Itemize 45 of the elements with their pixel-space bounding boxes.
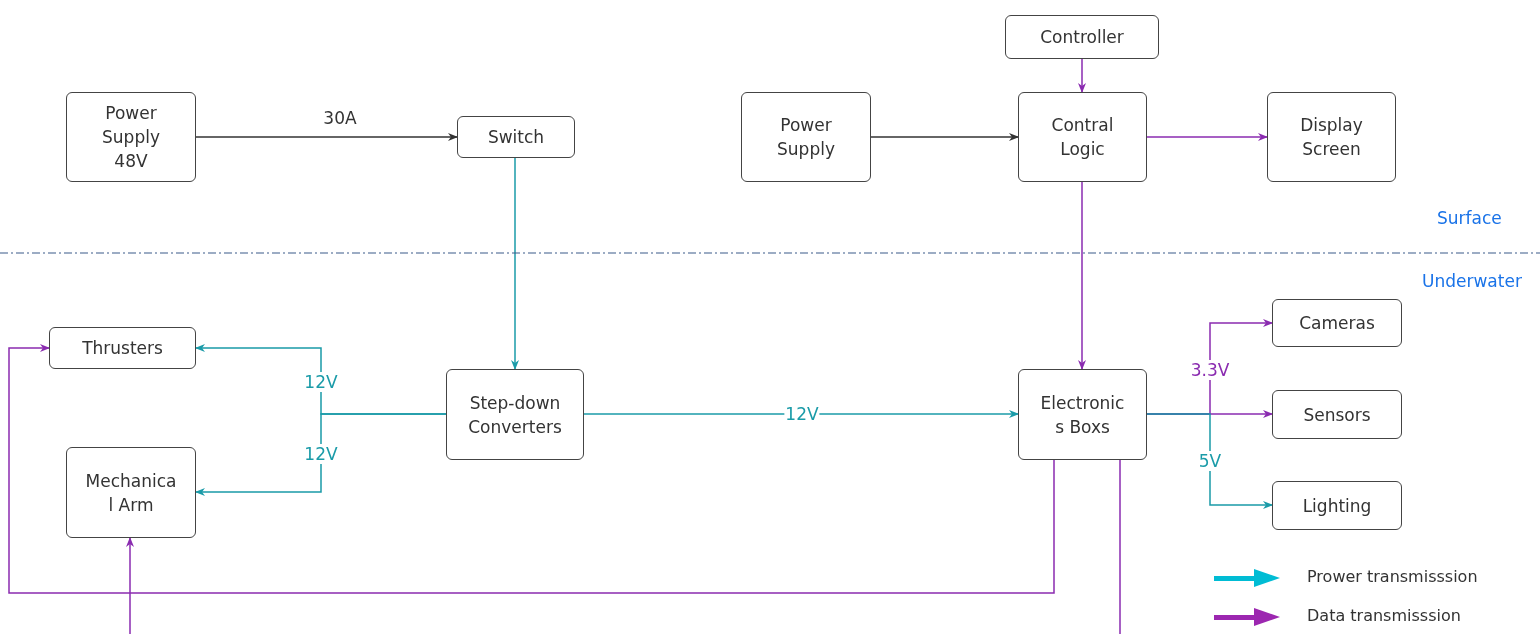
process-box	[1018, 92, 1147, 182]
process-box	[741, 92, 871, 182]
arrow	[1146, 413, 1273, 509]
process-box	[66, 447, 196, 538]
process-box	[1272, 481, 1402, 530]
box-label: Power Supply 48V	[101, 102, 161, 173]
arrow	[870, 133, 1019, 141]
box-label: Sensors	[1303, 403, 1371, 427]
zone-label: Underwater	[1422, 271, 1522, 291]
process-box	[1272, 299, 1402, 347]
arrow	[195, 133, 458, 141]
process-box	[457, 116, 575, 158]
arrow	[8, 344, 1055, 594]
process-box	[1005, 15, 1159, 59]
box-label: Mechanica l Arm	[85, 469, 177, 517]
arrow	[1078, 58, 1086, 93]
process-box	[1267, 92, 1396, 182]
edge-label: 12V	[303, 444, 339, 464]
box-label: Power Supply	[776, 114, 836, 161]
edge-label: 5V	[1197, 451, 1223, 471]
zone-label: Surface	[1437, 208, 1502, 228]
arrow	[195, 413, 447, 496]
process-box	[1018, 369, 1147, 460]
box-label: Thrusters	[82, 337, 163, 360]
box-label: Contral Logic	[1050, 114, 1115, 161]
arrow	[126, 537, 134, 634]
edge-label: 3.3V	[1189, 360, 1231, 380]
box-label: Cameras	[1299, 312, 1375, 335]
legend-label: Prower transmisssion	[1307, 567, 1478, 586]
box-label: Controller	[1040, 26, 1124, 49]
arrow	[583, 410, 1019, 418]
box-label: Lighting	[1302, 494, 1372, 518]
box-label: Electronic s Boxs	[1039, 391, 1126, 439]
process-box	[446, 369, 584, 460]
box-label: Display Screen	[1299, 114, 1364, 161]
edge-label: 12V	[303, 372, 339, 392]
arrow	[1078, 181, 1086, 370]
box-label: Step-down Converters	[467, 391, 563, 439]
arrow	[1146, 133, 1268, 141]
legend-label: Data transmisssion	[1307, 606, 1461, 625]
process-box	[49, 327, 196, 369]
process-box	[1272, 390, 1402, 439]
box-label: Switch	[487, 126, 545, 149]
arrow	[511, 157, 519, 370]
process-box	[66, 92, 196, 182]
